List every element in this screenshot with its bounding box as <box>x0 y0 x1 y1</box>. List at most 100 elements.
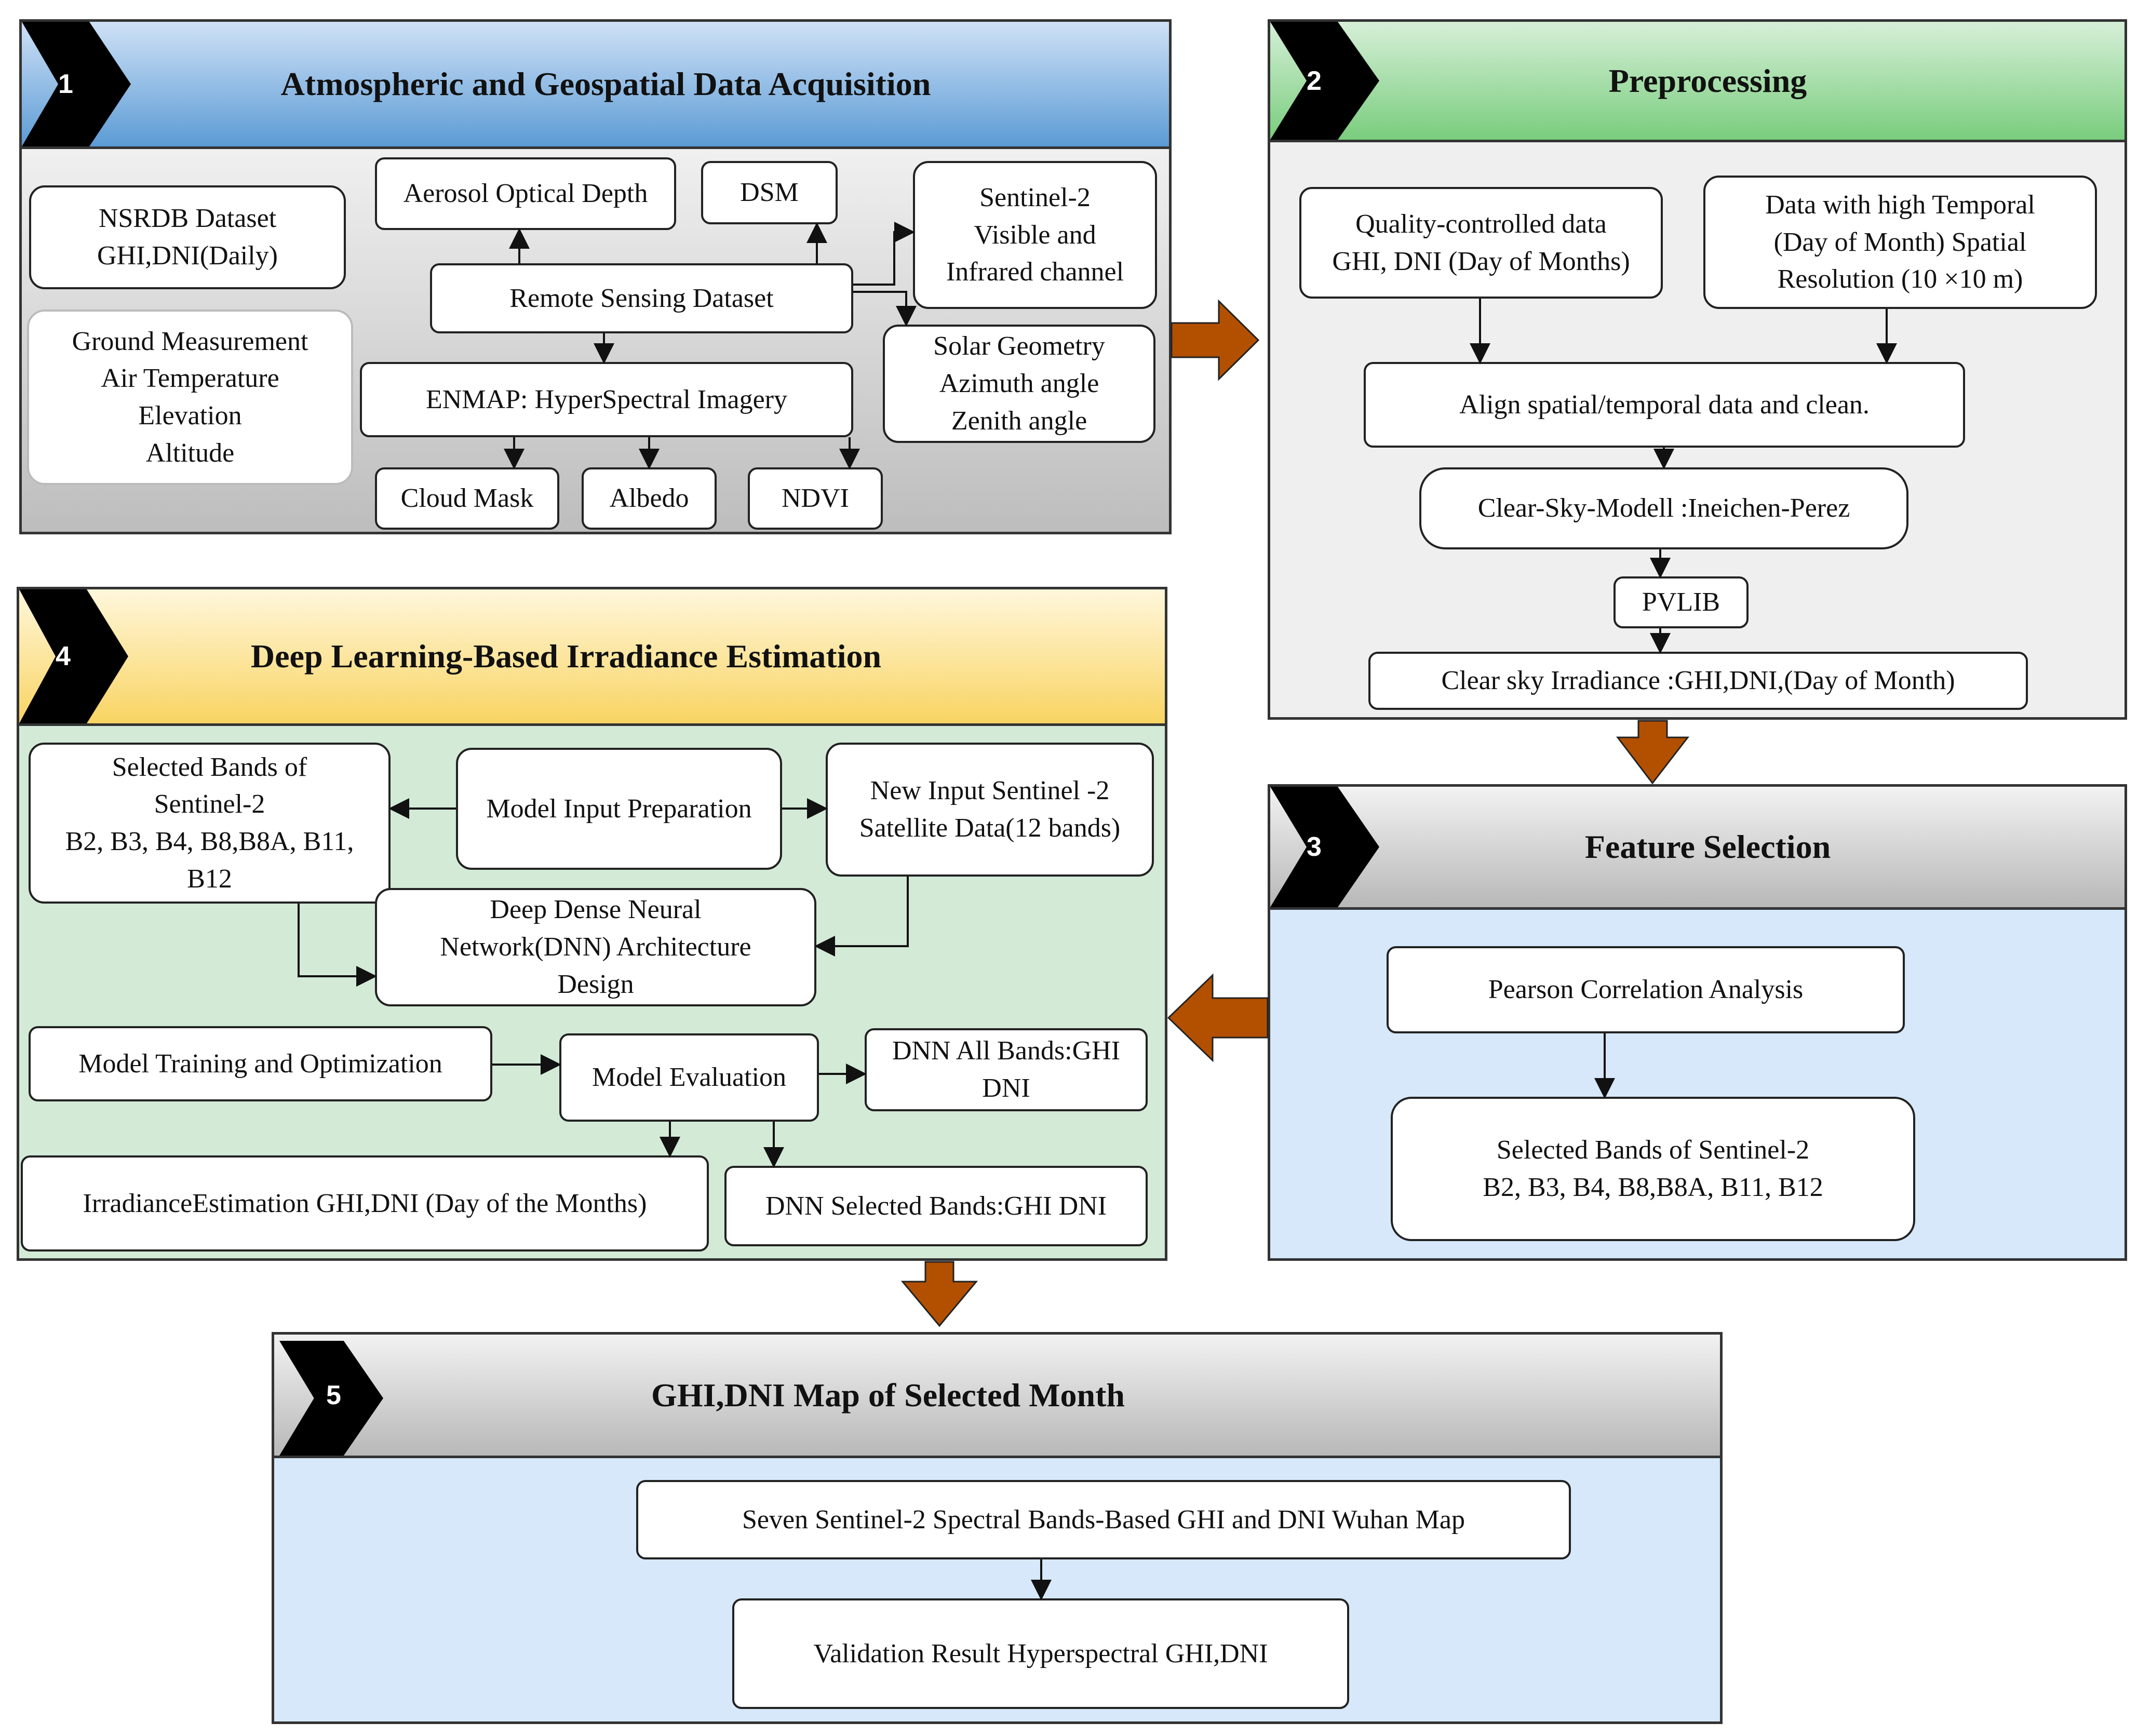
line: NSRDB Dataset <box>98 204 277 234</box>
line: Solar Geometry <box>933 331 1105 361</box>
line: Elevation <box>138 401 242 430</box>
label: Seven Sentinel-2 Spectral Bands-Based GH… <box>742 1504 1465 1535</box>
line: Zenith angle <box>951 406 1087 436</box>
flow-arrow-left <box>1167 973 1269 1062</box>
flow-arrow-down <box>900 1261 978 1327</box>
label: Cloud Mask <box>400 483 534 514</box>
label: PVLIB <box>1642 587 1720 617</box>
label: Validation Result Hyperspectral GHI,DNI <box>813 1638 1268 1668</box>
label: Clear sky Irradiance :GHI,DNI,(Day of Mo… <box>1441 666 1955 696</box>
step-chevron-icon <box>22 22 131 146</box>
line: Quality-controlled data <box>1355 209 1607 239</box>
step-number: 2 <box>1307 65 1322 96</box>
node-dsm: DSM <box>701 161 838 224</box>
panel-title: Preprocessing <box>1608 62 1807 99</box>
node-high-temporal-data: Data with high Temporal (Day of Month) Sp… <box>1703 176 2097 309</box>
step-chevron-icon <box>19 589 128 723</box>
node-cloud-mask: Cloud Mask <box>375 467 559 530</box>
line: Selected Bands of <box>112 752 307 782</box>
line: DNN All Bands:GHI <box>892 1036 1121 1066</box>
line: Infrared channel <box>946 257 1124 287</box>
line: B12 <box>187 864 232 894</box>
label: DNN Selected Bands:GHI DNI <box>765 1191 1107 1221</box>
panel-header: 3 Feature Selection <box>1270 787 2124 910</box>
node-clear-sky-model: Clear-Sky-Modell :Ineichen-Perez <box>1419 467 1908 549</box>
line: Sentinel-2 <box>154 789 265 819</box>
line: Visible and <box>974 220 1096 250</box>
line: Deep Dense Neural <box>490 895 702 925</box>
node-model-input-preparation: Model Input Preparation <box>456 748 782 870</box>
line: Azimuth angle <box>939 369 1099 399</box>
line: Ground Measurement <box>72 326 308 356</box>
node-align-clean: Align spatial/temporal data and clean. <box>1364 362 1965 448</box>
label: Clear-Sky-Modell :Ineichen-Perez <box>1477 493 1850 523</box>
step-number: 4 <box>56 641 71 671</box>
line: DNI <box>982 1073 1030 1103</box>
node-pearson-correlation: Pearson Correlation Analysis <box>1387 946 1905 1033</box>
label: Pearson Correlation Analysis <box>1488 975 1804 1005</box>
node-validation-result: Validation Result Hyperspectral GHI,DNI <box>732 1598 1349 1709</box>
line: Satellite Data(12 bands) <box>859 813 1121 843</box>
panel-header: 4 Deep Learning-Based Irradiance Estimat… <box>19 589 1165 726</box>
line: GHI, DNI (Day of Months) <box>1332 246 1630 276</box>
node-pvlib: PVLIB <box>1613 576 1749 628</box>
label: Model Evaluation <box>591 1062 787 1093</box>
panel-header: 2 Preprocessing <box>1270 22 2124 142</box>
node-clear-sky-irradiance: Clear sky Irradiance :GHI,DNI,(Day of Mo… <box>1368 652 2028 710</box>
step-number: 3 <box>1307 832 1322 862</box>
step-number: 1 <box>58 69 73 99</box>
line: GHI,DNI(Daily) <box>97 241 278 271</box>
label: Albedo <box>609 483 689 514</box>
step-chevron-icon <box>1270 787 1379 907</box>
line: Design <box>557 969 634 999</box>
line: B2, B3, B4, B8,B8A, B11, <box>65 827 354 856</box>
panel-title: GHI,DNI Map of Selected Month <box>651 1376 1125 1414</box>
line: Altitude <box>145 438 235 468</box>
label: Align spatial/temporal data and clean. <box>1459 389 1870 420</box>
line: New Input Sentinel -2 <box>870 776 1110 806</box>
node-albedo: Albedo <box>582 467 717 530</box>
node-aerosol-optical-depth: Aerosol Optical Depth <box>375 157 676 230</box>
node-irradiance-estimation: IrradianceEstimation GHI,DNI (Day of the… <box>21 1155 709 1251</box>
label: NDVI <box>782 483 849 514</box>
node-new-input-sentinel: New Input Sentinel -2 Satellite Data(12 b… <box>826 743 1154 877</box>
label: Aerosol Optical Depth <box>403 179 648 209</box>
node-ndvi: NDVI <box>748 467 883 530</box>
line: Resolution (10 ×10 m) <box>1777 264 2023 294</box>
panel-title: Atmospheric and Geospatial Data Acquisit… <box>280 65 931 102</box>
line: Selected Bands of Sentinel-2 <box>1496 1135 1810 1165</box>
panel-title: Deep Learning-Based Irradiance Estimatio… <box>250 638 882 675</box>
step-number: 5 <box>326 1380 341 1410</box>
line: Network(DNN) Architecture <box>440 932 751 962</box>
step-chevron-icon <box>1270 22 1379 140</box>
label: ENMAP: HyperSpectral Imagery <box>425 384 788 414</box>
line: Air Temperature <box>101 364 279 394</box>
label: DSM <box>740 178 799 208</box>
line: B2, B3, B4, B8,B8A, B11, B12 <box>1483 1173 1823 1202</box>
label: IrradianceEstimation GHI,DNI (Day of the… <box>83 1188 647 1218</box>
node-dnn-all-bands: DNN All Bands:GHI DNI <box>865 1028 1148 1111</box>
label: Remote Sensing Dataset <box>509 283 774 313</box>
node-remote-sensing-dataset: Remote Sensing Dataset <box>430 263 853 333</box>
panel-header: 1 Atmospheric and Geospatial Data Acquis… <box>22 22 1169 149</box>
step-chevron-icon <box>279 1341 383 1456</box>
flow-arrow-right <box>1171 299 1260 381</box>
node-sentinel-map: Seven Sentinel-2 Spectral Bands-Based GH… <box>636 1480 1571 1559</box>
node-dnn-selected-bands: DNN Selected Bands:GHI DNI <box>724 1166 1148 1246</box>
node-enmap: ENMAP: HyperSpectral Imagery <box>360 362 853 437</box>
label: Model Training and Optimization <box>78 1048 442 1079</box>
line: Data with high Temporal <box>1765 190 2035 220</box>
node-model-evaluation: Model Evaluation <box>559 1033 819 1122</box>
line: (Day of Month) Spatial <box>1773 227 2027 257</box>
node-model-training: Model Training and Optimization <box>29 1026 492 1101</box>
panel-title: Feature Selection <box>1584 828 1831 865</box>
label: Model Input Preparation <box>486 793 752 824</box>
